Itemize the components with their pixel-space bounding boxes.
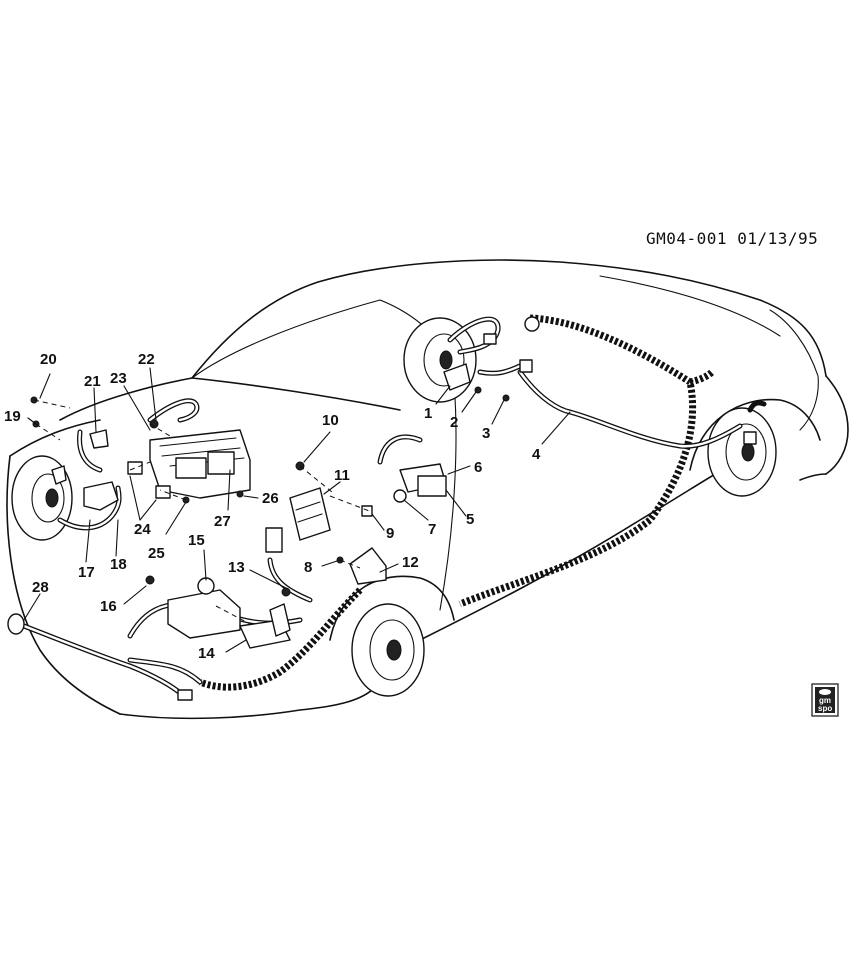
callout-12: 12 [402,554,419,571]
callout-7: 7 [428,521,436,538]
callout-9: 9 [386,525,394,542]
callout-8: 8 [304,559,312,576]
callout-numbers: 1 2 3 4 5 6 7 8 9 10 11 12 13 14 15 16 1… [4,351,541,662]
reference-code: GM04-001 01/13/95 [646,229,818,248]
callout-25: 25 [148,545,165,562]
modulator-valve-assembly [393,463,447,503]
callout-13: 13 [228,559,245,576]
callout-19: 19 [4,408,21,425]
logo-line2: spo [818,704,832,713]
rear-sensor-block [443,316,757,445]
controller-module [149,429,251,499]
callout-23: 23 [110,370,127,387]
rear-left-rotor [403,317,477,403]
pump-motor-assembly [167,577,291,649]
mounting-bracket-12 [349,547,387,585]
callout-10: 10 [322,412,339,429]
speedometer-cable [7,613,193,701]
callout-18: 18 [110,556,127,573]
leader-lines [23,367,571,653]
front-sensor-bracket [51,429,119,511]
callout-4: 4 [532,446,541,463]
rear-right-rotor [707,407,777,497]
callout-26: 26 [262,490,279,507]
callout-28: 28 [32,579,49,596]
callout-11: 11 [334,467,350,484]
callout-24: 24 [134,521,151,538]
callout-21: 21 [84,373,101,390]
callout-17: 17 [78,564,95,581]
wiring-harness [57,314,767,691]
logo-line1: gm [819,696,831,705]
callout-5: 5 [466,511,474,528]
gm-spo-logo: gm spo [811,683,839,717]
callout-2: 2 [450,414,458,431]
explode-lines [33,399,373,625]
callout-16: 16 [100,598,117,615]
relay-bracket [265,487,331,553]
car-body-outline [6,259,849,720]
callout-3: 3 [482,425,490,442]
front-right-rotor [351,603,425,697]
callout-20: 20 [40,351,57,368]
callout-22: 22 [138,351,155,368]
callout-15: 15 [188,532,205,549]
callout-1: 1 [424,405,432,422]
callout-27: 27 [214,513,231,530]
callout-6: 6 [474,459,482,476]
callout-14: 14 [198,645,215,662]
